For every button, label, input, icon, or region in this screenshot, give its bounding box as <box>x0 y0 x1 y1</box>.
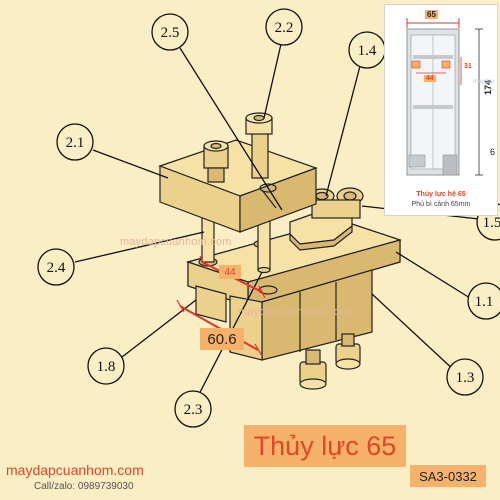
callout-1-4: 1.4 <box>348 31 386 69</box>
callout-2-5: 2.5 <box>151 13 189 51</box>
product-title: Thủy lực 65 <box>244 425 406 467</box>
inset-watermark: maydap <box>473 79 495 85</box>
svg-text:1.3: 1.3 <box>456 370 475 386</box>
cutter-blade <box>289 187 364 251</box>
tall-bolt <box>245 112 273 179</box>
svg-text:1.8: 1.8 <box>97 359 116 375</box>
svg-text:2.4: 2.4 <box>47 260 66 276</box>
website-link[interactable]: maydapcuanhom.com <box>6 462 144 478</box>
svg-text:1.4: 1.4 <box>358 43 377 59</box>
svg-text:2.2: 2.2 <box>275 20 294 36</box>
top-plate <box>158 139 318 233</box>
watermark-1: maydapcuanhom.com <box>120 236 232 248</box>
svg-text:1.5: 1.5 <box>483 215 500 231</box>
callout-1-8: 1.8 <box>87 347 125 385</box>
svg-text:2.5: 2.5 <box>161 25 180 41</box>
inset-width-dim: 65 <box>425 10 438 19</box>
callout-2-4: 2.4 <box>37 248 75 286</box>
callout-1-3: 1.3 <box>446 358 484 396</box>
bottom-bolts <box>299 333 361 390</box>
inset-edge-label: 6 <box>490 147 496 157</box>
svg-text:1.1: 1.1 <box>475 294 494 310</box>
callout-2-2: 2.2 <box>265 8 303 46</box>
profile-drawing <box>406 18 483 176</box>
inset-side-dim: 31 <box>464 63 472 70</box>
callouts: 2.5 2.2 1.4 2.1 1.5 2.4 <box>37 8 500 428</box>
callout-2-3: 2.3 <box>174 390 212 428</box>
svg-text:2.1: 2.1 <box>66 135 85 151</box>
profile-inset: 65 44 31 174 maydap 6 Thủy lực hệ 65 Phủ… <box>384 4 498 216</box>
top-plate-bolt <box>203 140 229 183</box>
contact-phone: Call/zalo: 0989739030 <box>34 481 134 492</box>
inset-caption-title: Thủy lực hệ 65 <box>416 191 466 198</box>
dimension-44-label: 44 <box>219 265 241 279</box>
product-code: SA3-0332 <box>410 465 486 487</box>
inset-caption-sub: Phủ bì cánh 65mm <box>411 201 471 208</box>
callout-1-1: 1.1 <box>467 282 500 320</box>
leader-lines <box>74 43 489 403</box>
callout-2-1: 2.1 <box>56 123 94 161</box>
inset-inner-dim: 44 <box>424 75 436 82</box>
svg-text:2.3: 2.3 <box>184 402 203 418</box>
dimension-60-6-label: 60.6 <box>200 328 244 350</box>
small-pin <box>259 183 277 209</box>
watermark-2: maydapcuanhom.com <box>238 306 350 318</box>
